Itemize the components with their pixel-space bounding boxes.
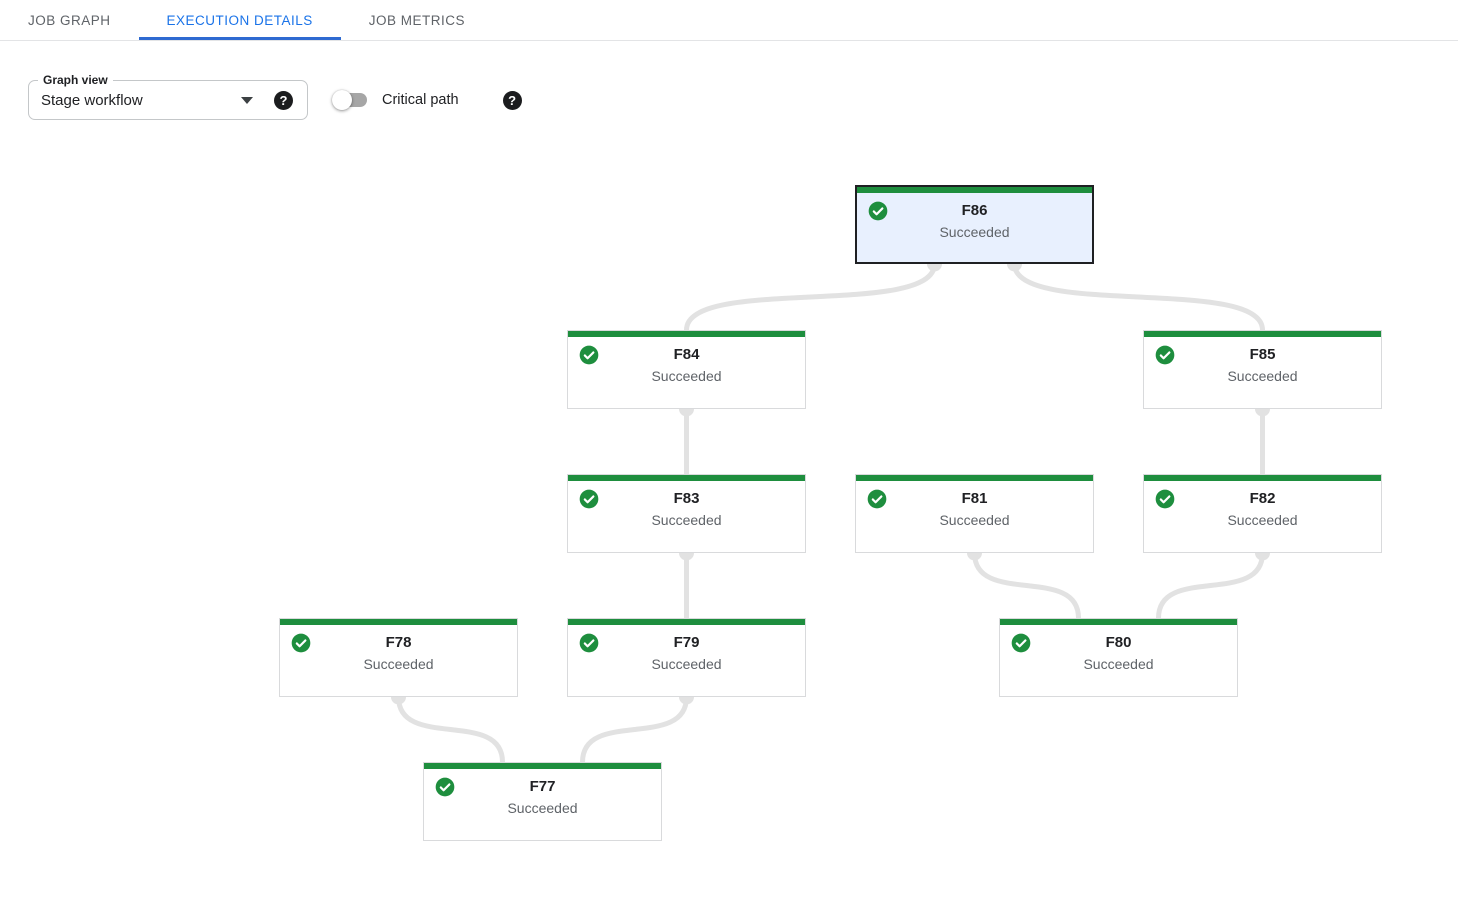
- tab-bar: JOB GRAPH EXECUTION DETAILS JOB METRICS: [0, 0, 1458, 41]
- stage-node-f81[interactable]: F81 Succeeded: [855, 474, 1094, 553]
- stage-status: Succeeded: [363, 656, 434, 672]
- check-circle-icon: [579, 345, 599, 365]
- tab-label: JOB GRAPH: [28, 12, 111, 28]
- check-circle-icon: [435, 777, 455, 797]
- check-circle-icon: [291, 633, 311, 653]
- stage-status: Succeeded: [507, 800, 578, 816]
- tab-label: JOB METRICS: [368, 12, 466, 28]
- stage-status-bar: [1000, 619, 1237, 625]
- graph-view-select[interactable]: Graph view Stage workflow ?: [28, 72, 308, 120]
- stage-node-f78[interactable]: F78 Succeeded: [279, 618, 518, 697]
- stage-name: F81: [961, 490, 988, 507]
- stage-status: Succeeded: [939, 512, 1010, 528]
- stage-name: F82: [1249, 490, 1276, 507]
- critical-path-toggle[interactable]: [332, 90, 369, 110]
- stage-status-bar: [857, 187, 1092, 193]
- stage-status: Succeeded: [1227, 512, 1298, 528]
- check-circle-icon: [1155, 489, 1175, 509]
- stage-status-bar: [568, 619, 805, 625]
- check-circle-icon: [1011, 633, 1031, 653]
- stage-name: F86: [961, 202, 988, 219]
- tab-execution-details[interactable]: EXECUTION DETAILS: [138, 0, 342, 40]
- critical-path-label: Critical path: [382, 92, 459, 108]
- stage-status-bar: [856, 475, 1093, 481]
- graph-controls: Graph view Stage workflow ? Critical pat…: [28, 72, 1458, 120]
- stage-status-bar: [568, 331, 805, 337]
- tab-label: EXECUTION DETAILS: [166, 12, 313, 28]
- dropdown-arrow-icon[interactable]: [241, 96, 253, 104]
- check-circle-icon: [579, 633, 599, 653]
- stage-name: F77: [529, 778, 556, 795]
- graph-view-selected-value: Stage workflow: [41, 91, 143, 109]
- toggle-knob: [332, 90, 352, 110]
- critical-path-control: Critical path ?: [332, 90, 522, 110]
- tab-job-metrics[interactable]: JOB METRICS: [341, 0, 493, 40]
- stage-status-bar: [1144, 475, 1381, 481]
- critical-path-help-icon[interactable]: ?: [502, 90, 522, 110]
- stage-name: F83: [673, 490, 700, 507]
- graph-view-help-icon[interactable]: ?: [274, 90, 293, 110]
- stage-status-bar: [1144, 331, 1381, 337]
- stage-name: F84: [673, 346, 700, 363]
- stage-node-f84[interactable]: F84 Succeeded: [567, 330, 806, 409]
- check-circle-icon: [868, 201, 888, 221]
- stage-node-f79[interactable]: F79 Succeeded: [567, 618, 806, 697]
- stage-name: F79: [673, 634, 700, 651]
- stage-status-bar: [568, 475, 805, 481]
- stage-node-f82[interactable]: F82 Succeeded: [1143, 474, 1382, 553]
- check-circle-icon: [1155, 345, 1175, 365]
- stage-node-f86[interactable]: F86 Succeeded: [855, 185, 1094, 264]
- stage-status: Succeeded: [651, 512, 722, 528]
- stage-status: Succeeded: [1083, 656, 1154, 672]
- stage-name: F80: [1105, 634, 1132, 651]
- stage-node-f80[interactable]: F80 Succeeded: [999, 618, 1238, 697]
- tab-job-graph[interactable]: JOB GRAPH: [0, 0, 139, 40]
- stage-name: F78: [385, 634, 412, 651]
- stage-status: Succeeded: [939, 224, 1010, 240]
- stage-status: Succeeded: [651, 656, 722, 672]
- stage-status: Succeeded: [1227, 368, 1298, 384]
- stage-node-f77[interactable]: F77 Succeeded: [423, 762, 662, 841]
- check-circle-icon: [579, 489, 599, 509]
- check-circle-icon: [867, 489, 887, 509]
- graph-view-field-label: Graph view: [38, 72, 113, 88]
- stage-node-f85[interactable]: F85 Succeeded: [1143, 330, 1382, 409]
- stage-status-bar: [424, 763, 661, 769]
- stage-status-bar: [280, 619, 517, 625]
- stage-name: F85: [1249, 346, 1276, 363]
- stage-node-f83[interactable]: F83 Succeeded: [567, 474, 806, 553]
- stage-status: Succeeded: [651, 368, 722, 384]
